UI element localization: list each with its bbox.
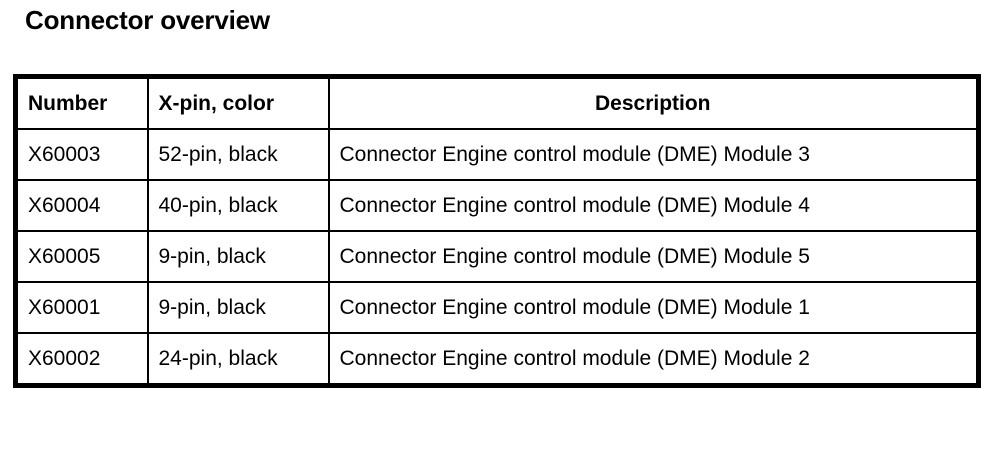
cell-description: Connector Engine control module (DME) Mo… [327,128,980,181]
column-header-xpin-color: X-pin, color [146,75,330,130]
cell-number: X60003 [14,128,149,181]
cell-xpin-color: 9-pin, black [146,230,330,283]
cell-number: X60004 [14,179,149,232]
cell-xpin-color: 52-pin, black [146,128,330,181]
table-body: X60003 52-pin, black Connector Engine co… [14,128,980,387]
cell-xpin-color: 40-pin, black [146,179,330,232]
cell-description: Connector Engine control module (DME) Mo… [327,179,980,232]
column-header-number: Number [14,75,149,130]
cell-xpin-color: 24-pin, black [146,332,330,387]
connector-overview-table-container: Number X-pin, color Description X60003 5… [13,74,981,388]
cell-xpin-color: 9-pin, black [146,281,330,334]
cell-number: X60002 [14,332,149,387]
page-title: Connector overview [25,5,270,35]
table-header: Number X-pin, color Description [14,75,980,130]
cell-description: Connector Engine control module (DME) Mo… [327,332,980,387]
table-row: X60002 24-pin, black Connector Engine co… [14,332,980,387]
cell-number: X60005 [14,230,149,283]
cell-description: Connector Engine control module (DME) Mo… [327,230,980,283]
table-row: X60004 40-pin, black Connector Engine co… [14,179,980,232]
cell-description: Connector Engine control module (DME) Mo… [327,281,980,334]
column-header-description: Description [327,75,980,130]
connector-overview-table: Number X-pin, color Description X60003 5… [13,74,981,388]
cell-number: X60001 [14,281,149,334]
table-row: X60003 52-pin, black Connector Engine co… [14,128,980,181]
table-row: X60005 9-pin, black Connector Engine con… [14,230,980,283]
table-row: X60001 9-pin, black Connector Engine con… [14,281,980,334]
table-header-row: Number X-pin, color Description [14,75,980,130]
